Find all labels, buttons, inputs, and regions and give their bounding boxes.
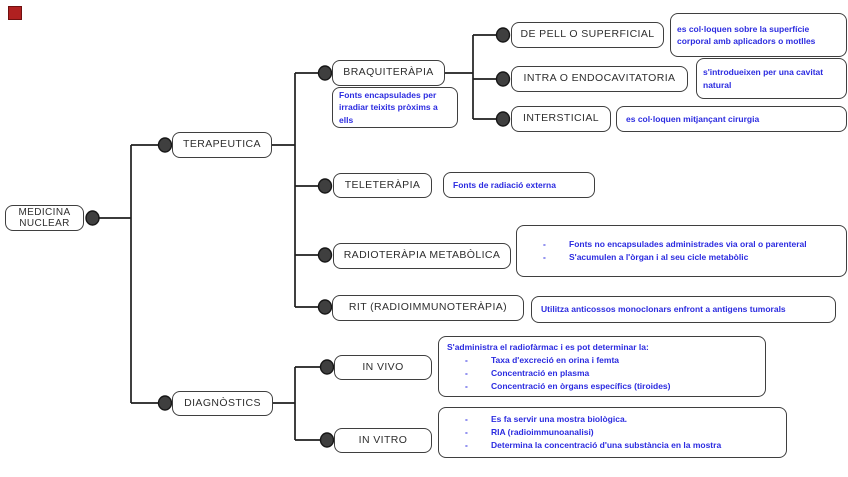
node-rit-radioimmunoterapia[interactable]: RIT (RADIOIMMUNOTERÀPIA): [332, 295, 524, 321]
red-marker: [8, 6, 22, 20]
bullet-dash: -: [465, 414, 468, 424]
note-braquiterapia[interactable]: Fonts encapsulades per irradiar teixits …: [332, 87, 458, 128]
bullet-text: Concentració en òrgans específics (tiroi…: [491, 380, 671, 391]
note-teleterapia[interactable]: Fonts de radiació externa: [443, 172, 595, 198]
note-radioterapia[interactable]: - Fonts no encapsulades administrades vi…: [516, 225, 847, 277]
note-intersticial[interactable]: es col·loquen mitjançant cirurgia: [616, 106, 847, 132]
note-bullet: - Es fa servir una mostra biològica.: [445, 413, 780, 426]
note-bullet: - S'acumulen a l'òrgan i al seu cicle me…: [523, 251, 840, 264]
node-medicina-nuclear[interactable]: MEDICINA NUCLEAR: [5, 205, 84, 231]
bullet-text: Determina la concentració d'una substànc…: [491, 440, 722, 450]
bullet-text: Es fa servir una mostra biològica.: [491, 414, 628, 424]
note-bullet: - Concentració en plasma: [445, 367, 759, 380]
note-in-vivo[interactable]: S'administra el radiofàrmac i es pot det…: [438, 336, 766, 397]
node-intra-o-endocavitatoria[interactable]: INTRA O ENDOCAVITATORIA: [511, 66, 688, 92]
branch-dots: [85, 27, 511, 448]
connector-paths: [99, 34, 498, 441]
node-radioterapia-metabolica[interactable]: RADIOTERÀPIA METABÒLICA: [333, 243, 511, 269]
note-bullet: - Fonts no encapsulades administrades vi…: [523, 238, 840, 251]
note-rit[interactable]: Utilitza anticossos monoclonars enfront …: [531, 296, 836, 323]
node-de-pell-o-superficial[interactable]: DE PELL O SUPERFICIAL: [511, 22, 664, 48]
note-intra[interactable]: s'introdueixen per una cavitat natural: [696, 58, 847, 99]
note-in-vitro[interactable]: - Es fa servir una mostra biològica. - R…: [438, 407, 787, 458]
node-diagnostics[interactable]: DIAGNÒSTICS: [172, 391, 273, 416]
node-in-vivo[interactable]: IN VIVO: [334, 355, 432, 380]
node-terapeutica[interactable]: TERAPEUTICA: [172, 132, 272, 158]
bullet-text: Concentració en plasma: [491, 367, 590, 378]
bullet-dash: -: [543, 252, 546, 262]
bullet-dash: -: [543, 239, 546, 249]
bullet-text: S'acumulen a l'òrgan i al seu cicle meta…: [569, 252, 749, 262]
bullet-dash: -: [465, 367, 468, 378]
node-in-vitro[interactable]: IN VITRO: [334, 428, 432, 453]
note-bullet: - Concentració en òrgans específics (tir…: [445, 380, 759, 393]
note-bullet: - Determina la concentració d'una substà…: [445, 439, 780, 452]
bullet-dash: -: [465, 354, 468, 365]
node-teleterapia[interactable]: TELETERÀPIA: [333, 173, 432, 198]
note-intro: S'administra el radiofàrmac i es pot det…: [447, 341, 649, 352]
bullet-dash: -: [465, 440, 468, 450]
bullet-dash: -: [465, 380, 468, 391]
note-bullet: - RIA (radioimmunoanalisi): [445, 426, 780, 439]
bullet-dash: -: [465, 427, 468, 437]
bullet-text: RIA (radioimmunoanalisi): [491, 427, 594, 437]
bullet-text: Taxa d'excreció en orina i femta: [491, 354, 619, 365]
node-braquiterapia[interactable]: BRAQUITERÀPIA: [332, 60, 445, 86]
note-de-pell[interactable]: es col·loquen sobre la superfície corpor…: [670, 13, 847, 57]
note-bullet: - Taxa d'excreció en orina i femta: [445, 354, 759, 367]
node-intersticial[interactable]: INTERSTICIAL: [511, 106, 611, 132]
bullet-text: Fonts no encapsulades administrades via …: [569, 239, 807, 249]
